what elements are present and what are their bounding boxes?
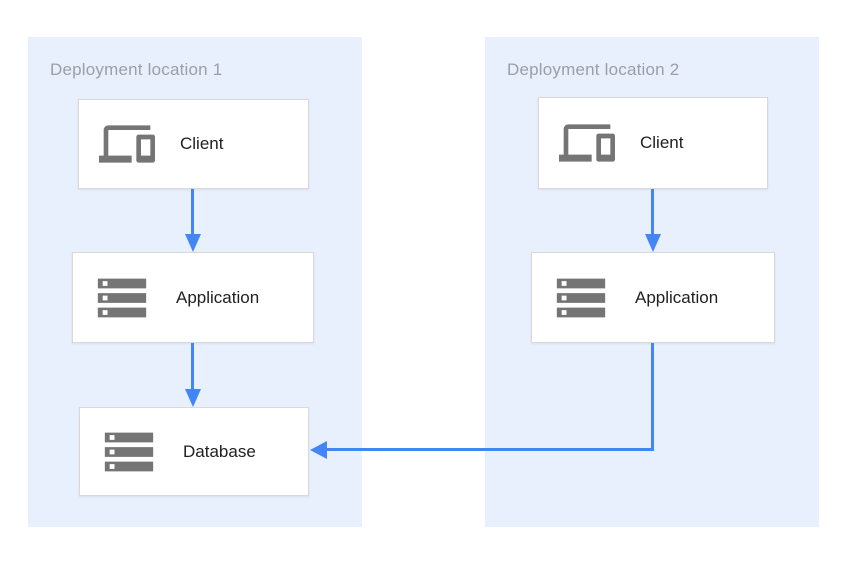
arrow-line [651,343,654,451]
arrow-head [185,234,201,252]
node-label: Application [635,287,719,307]
node-label: Client [180,134,224,153]
node-label: Database [183,441,256,461]
arrow-line [191,189,194,234]
arrow-line [191,343,194,389]
node-client-2: Client [538,97,768,189]
arrow-line [326,448,654,451]
node-application-2: Application [531,252,775,343]
storage-icon [100,423,158,481]
devices-icon [99,116,155,172]
arrow-line [651,189,654,234]
node-database-1: Database [79,407,309,496]
panel-title: Deployment location 1 [50,60,223,79]
node-application-1: Application [72,252,314,343]
devices-icon [559,115,615,171]
node-label: Client [640,133,684,152]
arrow-head [310,441,327,459]
node-client-1: Client [78,99,309,189]
arrow-head [645,234,661,252]
storage-icon [93,269,151,327]
node-label: Application [176,287,260,307]
panel-title: Deployment location 2 [507,60,680,79]
arrow-head [185,389,201,407]
storage-icon [552,269,610,327]
